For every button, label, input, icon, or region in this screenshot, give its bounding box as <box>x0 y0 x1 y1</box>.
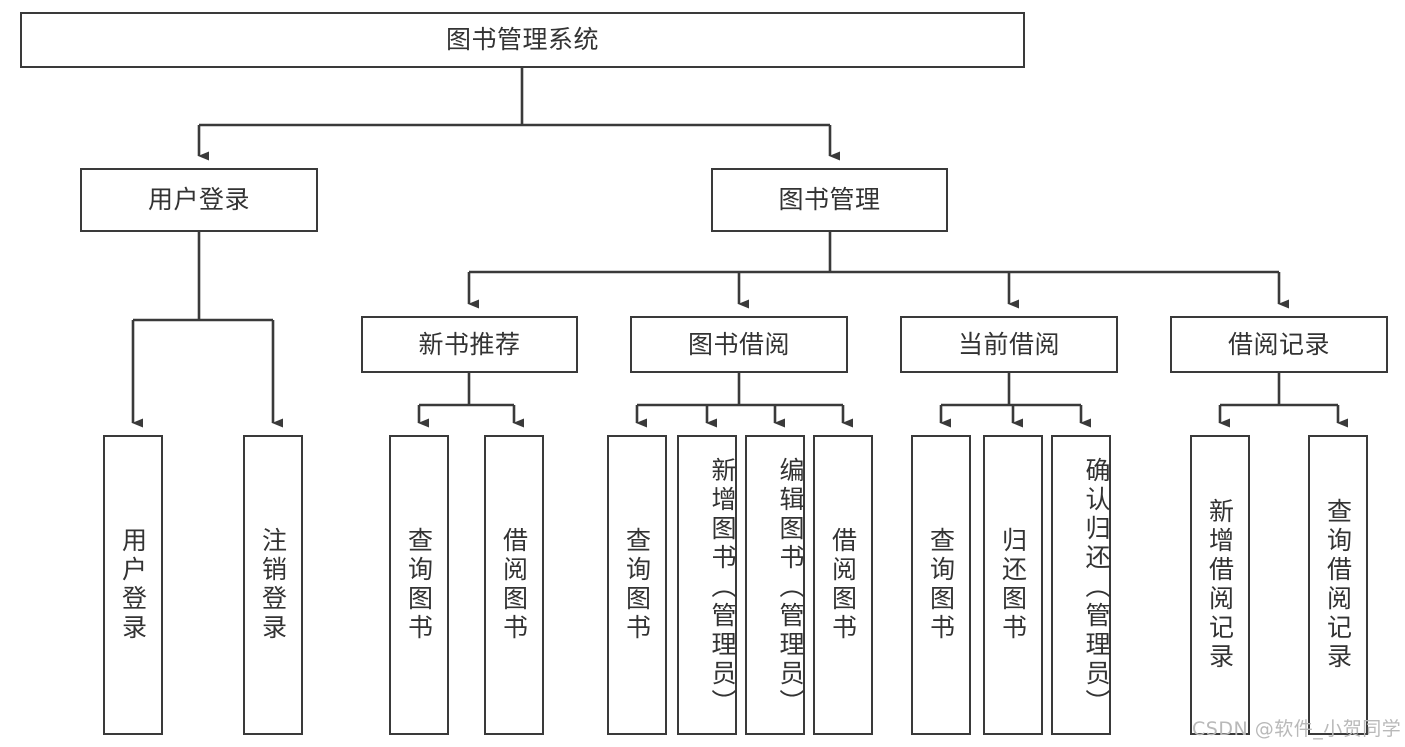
node-level2-0[interactable]: 用户登录 <box>80 168 318 232</box>
node-leaf-1[interactable]: 注销登录 <box>243 435 303 735</box>
node-level3-0-label: 新书推荐 <box>418 329 521 359</box>
node-leaf-3-label: 借阅图书 <box>499 527 529 643</box>
node-level3-0[interactable]: 新书推荐 <box>361 316 578 373</box>
node-level2-1-label: 图书管理 <box>778 185 881 215</box>
node-leaf-10-label: 确认归还（管理员） <box>1082 456 1111 718</box>
node-leaf-8-label: 查询图书 <box>926 527 956 643</box>
node-root-label: 图书管理系统 <box>445 25 599 55</box>
node-level3-3[interactable]: 借阅记录 <box>1170 316 1388 373</box>
node-level3-1-label: 图书借阅 <box>687 329 790 359</box>
node-leaf-6-label: 编辑图书（管理员） <box>776 456 805 718</box>
node-leaf-10[interactable]: 确认归还（管理员） <box>1051 435 1111 735</box>
node-leaf-1-label: 注销登录 <box>258 527 288 643</box>
node-leaf-3[interactable]: 借阅图书 <box>484 435 544 735</box>
node-leaf-0-label: 用户登录 <box>118 527 148 643</box>
node-leaf-12[interactable]: 查询借阅记录 <box>1308 435 1368 735</box>
node-leaf-12-label: 查询借阅记录 <box>1323 498 1353 672</box>
node-leaf-5-label: 新增图书（管理员） <box>708 456 737 718</box>
node-level2-0-label: 用户登录 <box>147 185 250 215</box>
node-leaf-0[interactable]: 用户登录 <box>103 435 163 735</box>
node-leaf-6[interactable]: 编辑图书（管理员） <box>745 435 805 735</box>
node-leaf-9-label: 归还图书 <box>998 527 1028 643</box>
node-leaf-5[interactable]: 新增图书（管理员） <box>677 435 737 735</box>
node-leaf-11[interactable]: 新增借阅记录 <box>1190 435 1250 735</box>
node-leaf-2-label: 查询图书 <box>404 527 434 643</box>
node-leaf-7[interactable]: 借阅图书 <box>813 435 873 735</box>
node-leaf-7-label: 借阅图书 <box>828 527 858 643</box>
node-root[interactable]: 图书管理系统 <box>20 12 1025 68</box>
node-level3-2-label: 当前借阅 <box>957 329 1060 359</box>
node-level3-1[interactable]: 图书借阅 <box>630 316 848 373</box>
node-leaf-2[interactable]: 查询图书 <box>389 435 449 735</box>
node-leaf-4-label: 查询图书 <box>622 527 652 643</box>
node-leaf-8[interactable]: 查询图书 <box>911 435 971 735</box>
node-leaf-4[interactable]: 查询图书 <box>607 435 667 735</box>
node-level3-3-label: 借阅记录 <box>1227 329 1330 359</box>
node-leaf-11-label: 新增借阅记录 <box>1205 498 1235 672</box>
node-level3-2[interactable]: 当前借阅 <box>900 316 1118 373</box>
node-level2-1[interactable]: 图书管理 <box>711 168 948 232</box>
node-leaf-9[interactable]: 归还图书 <box>983 435 1043 735</box>
